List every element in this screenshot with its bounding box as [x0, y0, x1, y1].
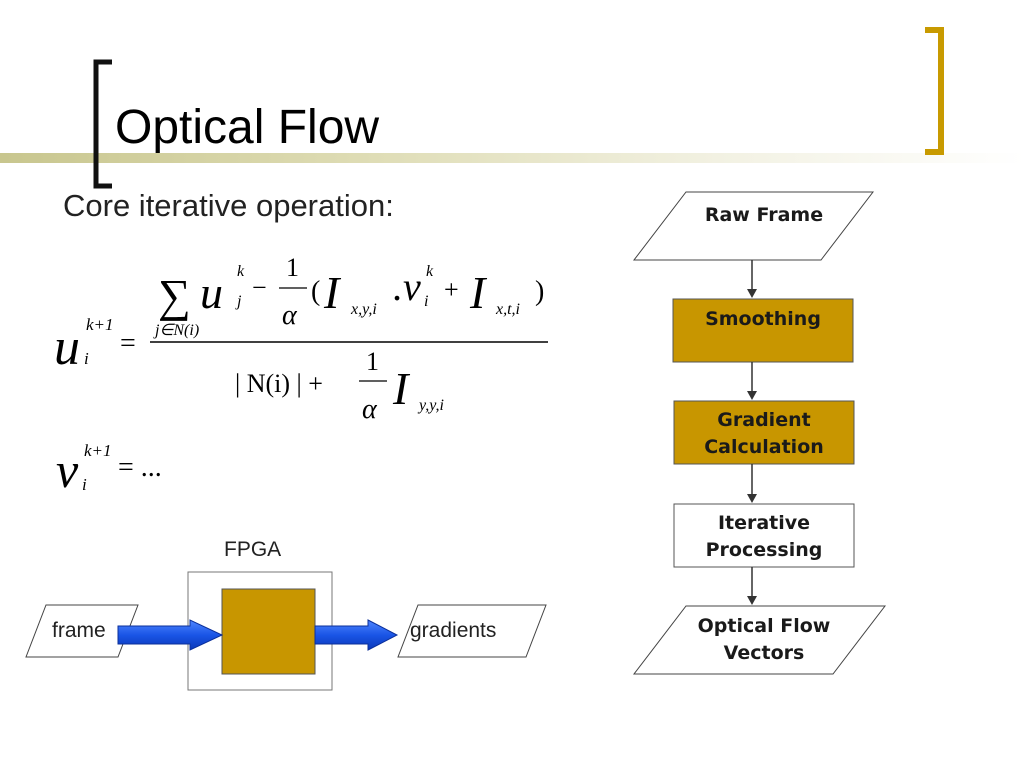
flowchart-arrowhead-1	[747, 289, 757, 298]
input-arrow	[117, 619, 224, 651]
flowchart-step-iterative-shape	[673, 503, 855, 568]
eq-num-u-sup: k	[237, 263, 245, 280]
fpga-core-block	[221, 588, 316, 675]
flowchart-step-optical-flow-vectors: Optical Flow Vectors	[697, 615, 831, 664]
output-arrow	[314, 619, 399, 651]
eq-num-u: u	[200, 267, 223, 318]
eq-frac-one: 1	[286, 253, 299, 282]
eq-equals: =	[120, 328, 136, 359]
eq-ix: I	[323, 267, 342, 318]
gradients-output-label: gradients	[410, 619, 497, 642]
eq-iy: I	[392, 363, 411, 414]
flowchart-arrowhead-3	[747, 494, 757, 503]
title-underline-band	[0, 153, 1024, 163]
flowchart-step-smoothing-shape	[672, 298, 854, 363]
eq-dot-v: .v	[393, 264, 421, 309]
eq-v-sub: i	[424, 293, 428, 310]
eq-plus: +	[444, 275, 459, 304]
eq-num-u-sub: j	[235, 293, 242, 310]
fpga-label: FPGA	[224, 538, 282, 561]
flowchart-arrowhead-2	[747, 391, 757, 400]
eq-u-subscript: i	[84, 349, 89, 368]
right-bracket-decoration	[925, 27, 944, 155]
eq-sum-range: j∈N(i)	[153, 322, 199, 339]
flowchart	[632, 191, 887, 675]
eq-v-label-sup: k+1	[84, 441, 112, 460]
flowchart-step-gradient-calculation: Gradient Calculation	[704, 409, 824, 458]
eq-open-paren: (	[311, 276, 320, 307]
flowchart-step-raw-frame: Raw Frame	[704, 204, 824, 226]
eq-v-rhs: = ...	[118, 452, 162, 483]
eq-close-paren: )	[535, 276, 544, 307]
eq-u-label: u	[54, 319, 80, 376]
eq-iy-sub: y,y,i	[417, 397, 444, 414]
flowchart-step-raw-frame-shape	[632, 191, 875, 261]
flowchart-step-gradient-shape	[673, 400, 855, 465]
frame-input-parallelogram	[25, 604, 139, 658]
eq-v-sup: k	[426, 263, 434, 280]
eq-den-n: | N(i) | +	[235, 369, 323, 398]
eq-v-label-sub: i	[82, 475, 87, 494]
slide-title: Optical Flow	[115, 101, 380, 154]
eq-it: I	[469, 267, 488, 318]
flowchart-step-output-shape	[632, 605, 887, 675]
eq-sum-sign: ∑	[158, 270, 191, 321]
eq-it-sub: x,t,i	[495, 301, 520, 318]
flowchart-arrowhead-4	[747, 596, 757, 605]
flowchart-step-smoothing: Smoothing	[705, 308, 821, 330]
eq-v-label: v	[56, 442, 79, 498]
left-bracket-decoration	[93, 59, 112, 189]
eq-u-superscript: k+1	[86, 315, 114, 334]
eq-den-alpha: α	[362, 394, 378, 425]
eq-den-one: 1	[366, 347, 379, 376]
eq-ix-sub: x,y,i	[350, 301, 377, 318]
eq-minus: −	[252, 273, 267, 302]
gradients-output-parallelogram	[397, 604, 547, 658]
frame-input-label: frame	[52, 619, 106, 642]
slide-subtitle: Core iterative operation:	[63, 188, 394, 223]
eq-alpha: α	[282, 300, 298, 331]
flowchart-step-iterative-processing: Iterative Processing	[705, 512, 823, 561]
